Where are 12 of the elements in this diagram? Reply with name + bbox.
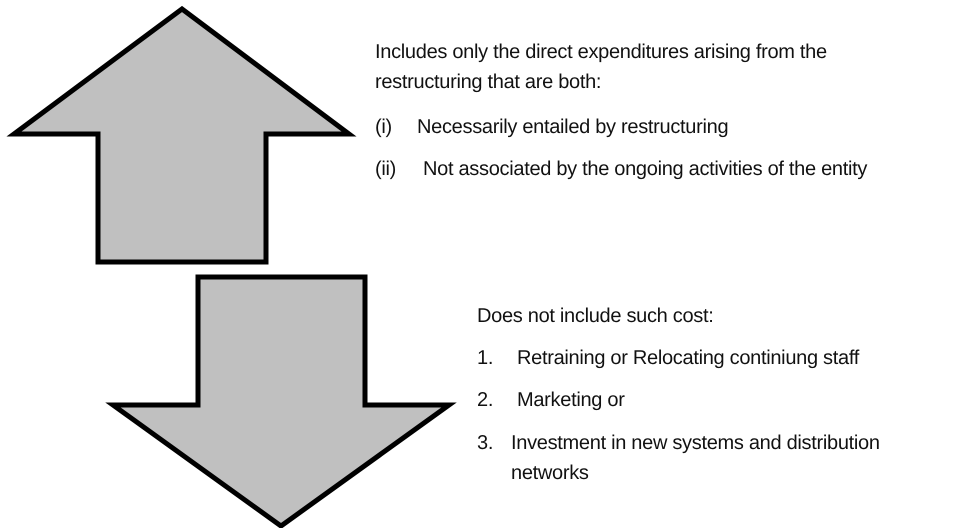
paragraph: Includes only the direct expenditures arising from the restructuring that are both: (375, 40, 828, 95)
paragraph: Does not include such cost: (477, 304, 714, 329)
list-marker: (ii) (375, 157, 396, 182)
list-marker: 3. (477, 431, 494, 456)
list-item: Investment in new systems and distribution networks (511, 431, 881, 486)
list-marker: (i) (375, 115, 392, 140)
list-marker: 2. (477, 388, 494, 413)
list-item: Necessarily entailed by restructuring (417, 115, 728, 140)
list-item: Not associated by the ongoing activities of the entity (423, 157, 868, 182)
list-marker: 1. (477, 346, 494, 371)
list-item: Retraining or Relocating continiung staff (517, 346, 859, 371)
list-item: Marketing or (517, 388, 625, 413)
